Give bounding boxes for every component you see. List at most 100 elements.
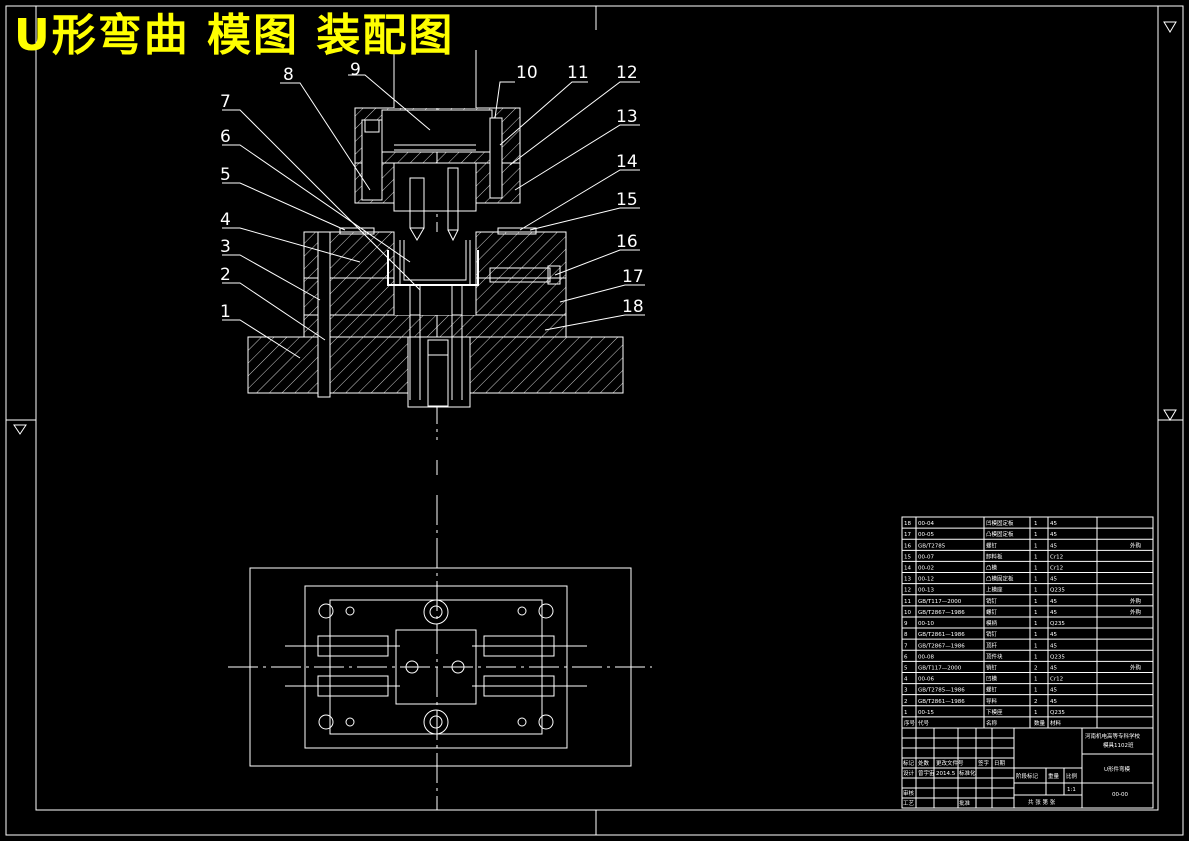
bom-cell-name: 螺钉 (986, 608, 998, 616)
bom-cell-code: 00-07 (918, 554, 934, 560)
bom-cell-code: 00-12 (918, 577, 934, 583)
class-name: 模具1102班 (1103, 741, 1134, 749)
bom-cell-code: 00-10 (918, 621, 934, 627)
bom-cell-qty: 1 (1034, 610, 1038, 616)
bom-cell-code: 00-05 (918, 532, 934, 538)
bom-cell-name: 凹模固定板 (986, 519, 1014, 527)
bom-cell-qty: 1 (1034, 543, 1038, 549)
bom-cell-qty: 1 (1034, 588, 1038, 594)
design-date: 2014.5 (936, 771, 956, 777)
plan-view (228, 567, 652, 767)
balloon-13: 13 (616, 107, 638, 127)
bom-cell-material: 材料 (1050, 719, 1062, 727)
balloon-3: 3 (220, 237, 231, 257)
bom-cell-name: 凸模 (986, 564, 998, 572)
standardization-label: 标准化 (959, 769, 976, 777)
bom-cell-no: 10 (904, 610, 911, 616)
review-label: 审核 (903, 789, 915, 797)
balloon-4: 4 (220, 210, 231, 230)
bom-cell-qty: 2 (1034, 699, 1038, 705)
bom-cell-name: 顶件块 (986, 652, 1003, 660)
bom-cell-no: 18 (904, 521, 911, 527)
bom-cell-code: 00-02 (918, 566, 934, 572)
bom-cell-code: GB/T117—2000 (918, 599, 962, 605)
bom-cell-no: 1 (904, 710, 908, 716)
bom-cell-qty: 1 (1034, 654, 1038, 660)
bom-cell-material: 45 (1050, 632, 1057, 638)
bom-cell-note: 外购 (1130, 541, 1142, 549)
balloon-9: 9 (350, 60, 361, 80)
marks-label: 标记 (903, 759, 915, 767)
bom-cell-code: 00-15 (918, 710, 934, 716)
bom-cell-qty: 1 (1034, 554, 1038, 560)
title-block: 河南机电高等专科学校 模具1102班 U形件弯模 00-00 1:1 标记 处数… (901, 727, 1154, 809)
bom-cell-no: 6 (904, 654, 908, 660)
bom-cell-no: 12 (904, 588, 911, 594)
bom-cell-code: GB/T2861—1986 (918, 632, 965, 638)
drawing-title: U形弯曲 模图 装配图 (14, 10, 455, 61)
bom-cell-qty: 1 (1034, 677, 1038, 683)
scale-value: 1:1 (1067, 787, 1076, 793)
bom-cell-code: GB/T2867—1986 (918, 643, 965, 649)
leader-lines (222, 74, 645, 359)
design-label: 设计 (903, 769, 915, 777)
balloon-10: 10 (516, 63, 538, 83)
bom-cell-material: 45 (1050, 665, 1057, 671)
bom-cell-note: 外购 (1130, 608, 1142, 616)
bom-cell-name: 顶杆 (986, 641, 998, 649)
scale-label: 比例 (1066, 772, 1078, 780)
approve-label: 批准 (959, 799, 971, 807)
bom-cell-no: 序号 (904, 719, 916, 727)
balloon-7: 7 (220, 92, 231, 112)
bom-cell-name: 销钉 (986, 630, 998, 638)
weight-label: 重量 (1048, 772, 1060, 780)
bom-cell-name: 销钉 (986, 663, 998, 671)
bom-cell-qty: 1 (1034, 577, 1038, 583)
bom-cell-no: 3 (904, 688, 908, 694)
count-label: 处数 (918, 759, 930, 767)
bom-cell-material: 45 (1050, 532, 1057, 538)
bom-cell-name: 卸料板 (986, 552, 1003, 560)
bom-cell-code: 00-13 (918, 588, 934, 594)
bom-cell-note: 外购 (1130, 597, 1142, 605)
bom-cell-code: 00-06 (918, 677, 934, 683)
bom-cell-name: 上模座 (986, 586, 1003, 594)
bom-cell-code: GB/T2785 (918, 543, 946, 549)
bom-cell-code: GB/T117—2000 (918, 665, 962, 671)
bom-cell-qty: 1 (1034, 688, 1038, 694)
balloon-14: 14 (616, 152, 638, 172)
bom-cell-no: 5 (904, 665, 908, 671)
front-section-view (247, 50, 624, 408)
bom-cell-material: Cr12 (1050, 554, 1063, 560)
balloon-18: 18 (622, 297, 644, 317)
balloon-labels: 1 2 3 4 5 6 7 8 9 10 11 12 13 14 15 16 1… (220, 60, 644, 322)
bom-cell-no: 4 (904, 677, 908, 683)
drawing-number: 00-00 (1112, 792, 1128, 798)
bom-cell-no: 9 (904, 621, 908, 627)
bom-cell-material: Q235 (1050, 621, 1065, 627)
bom-cell-name: 模柄 (986, 619, 998, 627)
bom-cell-no: 11 (904, 599, 911, 605)
bom-cell-no: 16 (904, 543, 911, 549)
balloon-12: 12 (616, 63, 638, 83)
bom-cell-material: 45 (1050, 521, 1057, 527)
bom-cell-code: GB/T2867—1986 (918, 610, 965, 616)
bom-cell-qty: 1 (1034, 621, 1038, 627)
bom-cell-material: 45 (1050, 699, 1057, 705)
bom-cell-qty: 1 (1034, 710, 1038, 716)
bom-cell-no: 2 (904, 699, 908, 705)
balloon-5: 5 (220, 165, 231, 185)
bom-cell-qty: 1 (1034, 521, 1038, 527)
bom-cell-no: 15 (904, 554, 911, 560)
bom-cell-name: 螺钉 (986, 686, 998, 694)
bom-cell-name: 下模座 (986, 708, 1003, 716)
bom-cell-code: 00-04 (918, 521, 934, 527)
craft-label: 工艺 (903, 800, 915, 807)
bom-cell-material: Q235 (1050, 588, 1065, 594)
stage-label: 阶段标记 (1016, 772, 1039, 780)
bom-cell-material: 45 (1050, 599, 1057, 605)
bom-cell-code: 代号 (918, 719, 930, 727)
bom-cell-name: 名称 (986, 719, 998, 727)
bom-cell-name: 凸模固定板 (986, 530, 1014, 538)
